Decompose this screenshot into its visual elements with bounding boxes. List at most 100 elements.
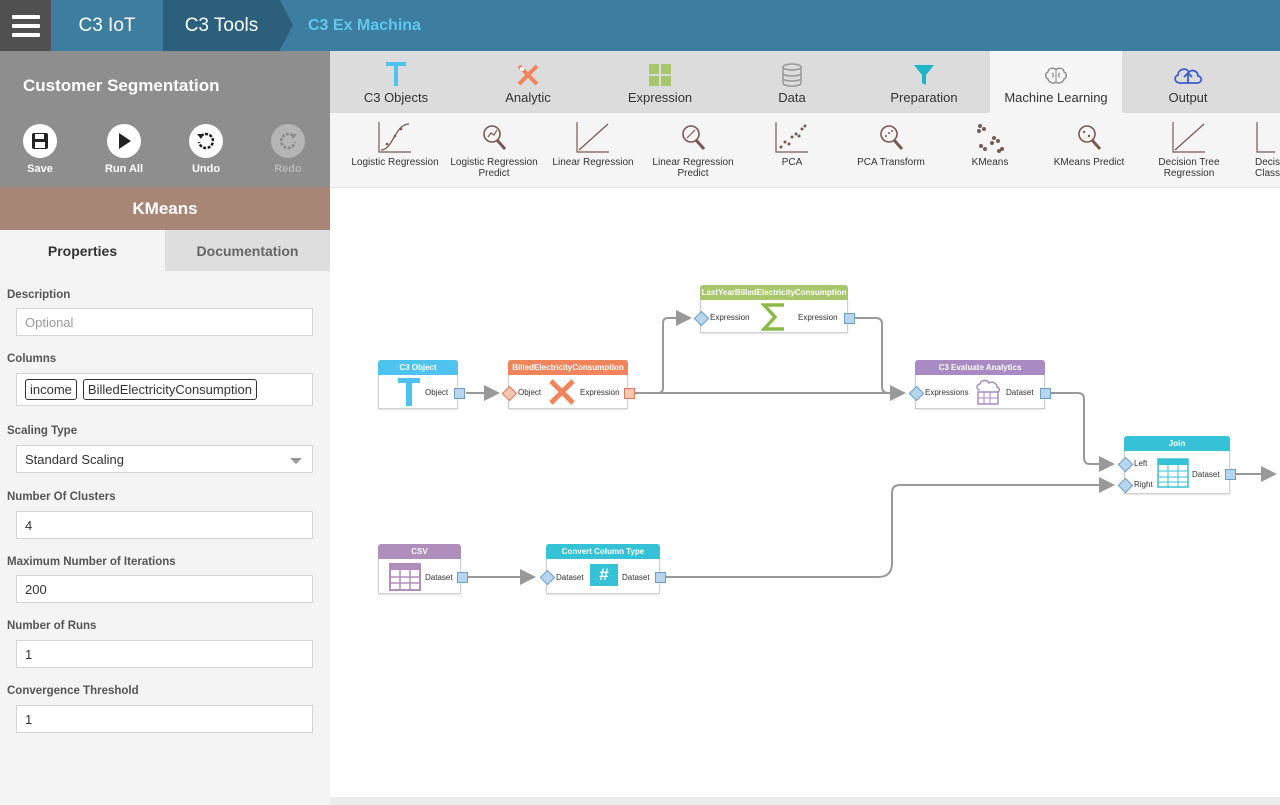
tab-preparation[interactable]: Preparation <box>858 51 990 113</box>
cloud-upload-icon <box>1122 51 1254 87</box>
chevron-down-icon <box>290 458 302 464</box>
predict-magnifier-icon <box>1039 113 1139 157</box>
palette-label: Decis <box>1255 157 1280 168</box>
linear-line-icon <box>1255 113 1280 157</box>
tab-expression[interactable]: Expression <box>594 51 726 113</box>
port-label: Object <box>518 388 542 397</box>
menu-line <box>11 32 40 37</box>
tab-output[interactable]: Output <box>1122 51 1254 113</box>
tab-label: Analytic <box>505 90 551 105</box>
node-join[interactable]: Join Left Right Dataset <box>1117 436 1236 494</box>
description-input[interactable]: Optional <box>16 308 313 336</box>
column-chip[interactable]: income <box>25 379 77 400</box>
port-label: Dataset <box>556 573 584 582</box>
output-port[interactable] <box>655 572 666 583</box>
output-port[interactable] <box>457 572 468 583</box>
palette-decision-tree-classification[interactable]: Decis Class <box>1238 113 1280 179</box>
palette-kmeans-predict[interactable]: KMeans Predict <box>1039 113 1139 168</box>
connector-layer <box>466 310 1277 585</box>
palette-label: PCA <box>781 157 803 168</box>
run-all-button[interactable]: Run All <box>94 124 154 175</box>
linear-line-icon <box>1139 113 1239 157</box>
tab-data[interactable]: Data <box>726 51 858 113</box>
canvas-scrollbar[interactable] <box>330 797 1280 805</box>
undo-icon <box>189 124 223 158</box>
predict-magnifier-icon <box>444 113 544 157</box>
node-title: LastYearBilledElectricityConsumption <box>700 285 848 300</box>
output-port[interactable] <box>624 388 635 399</box>
port-label: Object <box>425 388 449 397</box>
convergence-label: Convergence Threshold <box>7 685 139 697</box>
tab-c3-objects[interactable]: C3 Objects <box>330 51 462 113</box>
node-evaluate-analytics[interactable]: C3 Evaluate Analytics Expressions Datase… <box>908 360 1051 411</box>
palette-logistic-regression-predict[interactable]: Logistic Regression Predict <box>444 113 544 179</box>
column-chip[interactable]: BilledElectricityConsumption <box>82 379 257 400</box>
max-iterations-input[interactable]: 200 <box>16 575 313 603</box>
analytic-icon <box>548 378 576 411</box>
scaling-type-select[interactable]: Standard Scaling <box>16 445 313 473</box>
port-label: Dataset <box>1006 388 1034 397</box>
redo-button[interactable]: Redo <box>258 124 318 175</box>
panel-tabs: Properties Documentation <box>0 230 330 271</box>
tab-documentation[interactable]: Documentation <box>165 230 330 271</box>
palette-label: KMeans <box>971 157 1009 168</box>
node-c3-object[interactable]: C3 Object Object <box>378 360 465 409</box>
breadcrumb-arrow-icon <box>280 0 293 50</box>
palette-linear-regression[interactable]: Linear Regression <box>543 113 643 168</box>
scatter-plot-icon <box>742 113 842 157</box>
cloud-analytics-icon <box>974 378 1002 411</box>
node-title: C3 Evaluate Analytics <box>915 360 1045 375</box>
columns-input[interactable]: income BilledElectricityConsumption <box>16 373 313 406</box>
palette-pca-transform[interactable]: PCA Transform <box>841 113 941 168</box>
columns-label: Columns <box>7 353 57 365</box>
undo-button[interactable]: Undo <box>176 124 236 175</box>
project-header: Customer Segmentation Save Run All Undo … <box>0 51 330 187</box>
tab-analytic[interactable]: Analytic <box>462 51 594 113</box>
palette-label: Predict <box>677 168 709 179</box>
output-port[interactable] <box>844 313 855 324</box>
selected-node-title: KMeans <box>0 187 330 230</box>
port-label: Expression <box>580 388 620 397</box>
palette-logistic-regression[interactable]: Logistic Regression <box>345 113 445 168</box>
tab-label: C3 Objects <box>363 90 429 105</box>
hamburger-menu-button[interactable] <box>0 0 51 51</box>
palette-label: PCA Transform <box>857 157 925 168</box>
node-billed-electricity[interactable]: BilledElectricityConsumption Object Expr… <box>501 360 635 411</box>
properties-panel: Description Optional Columns income Bill… <box>0 271 330 805</box>
project-title: Customer Segmentation <box>23 76 220 95</box>
port-label: Dataset <box>622 573 650 582</box>
palette-linear-regression-predict[interactable]: Linear Regression Predict <box>643 113 743 179</box>
menu-line <box>11 14 40 19</box>
c3-tools-nav[interactable]: C3 Tools <box>163 0 280 51</box>
save-button[interactable]: Save <box>10 124 70 175</box>
linear-line-icon <box>543 113 643 157</box>
palette-pca[interactable]: PCA <box>742 113 842 168</box>
max-iterations-label: Maximum Number of Iterations <box>7 556 176 568</box>
node-palette: Logistic Regression Logistic Regression … <box>330 113 1280 188</box>
sigma-icon <box>760 302 787 337</box>
c3-logo[interactable]: C3 IoT <box>51 0 163 51</box>
convergence-input[interactable]: 1 <box>16 705 313 733</box>
output-port[interactable] <box>454 388 465 399</box>
port-label: Expression <box>798 313 838 322</box>
output-port[interactable] <box>1225 469 1236 480</box>
scaling-type-value: Standard Scaling <box>25 451 125 467</box>
clusters-input[interactable]: 4 <box>16 511 313 539</box>
palette-kmeans[interactable]: KMeans <box>940 113 1040 168</box>
output-port[interactable] <box>1040 388 1051 399</box>
node-convert-column-type[interactable]: Convert Column Type Dataset # Dataset <box>539 544 666 594</box>
port-label: Expression <box>710 313 750 322</box>
tab-machine-learning[interactable]: Machine Learning <box>990 51 1122 113</box>
node-last-year-billed[interactable]: LastYearBilledElectricityConsumption Exp… <box>693 285 855 333</box>
description-label: Description <box>7 289 71 301</box>
save-icon <box>23 124 57 158</box>
runs-input[interactable]: 1 <box>16 640 313 668</box>
brain-icon <box>990 51 1122 87</box>
tab-properties[interactable]: Properties <box>0 230 165 271</box>
palette-label: Linear Regression <box>652 157 734 168</box>
palette-label: Predict <box>478 168 510 179</box>
node-csv[interactable]: CSV Dataset <box>378 544 468 594</box>
palette-decision-tree-regression[interactable]: Decision Tree Regression <box>1139 113 1239 179</box>
workflow-canvas[interactable]: C3 Object Object BilledElectricityConsum… <box>330 188 1280 797</box>
tab-label: Expression <box>627 90 693 105</box>
